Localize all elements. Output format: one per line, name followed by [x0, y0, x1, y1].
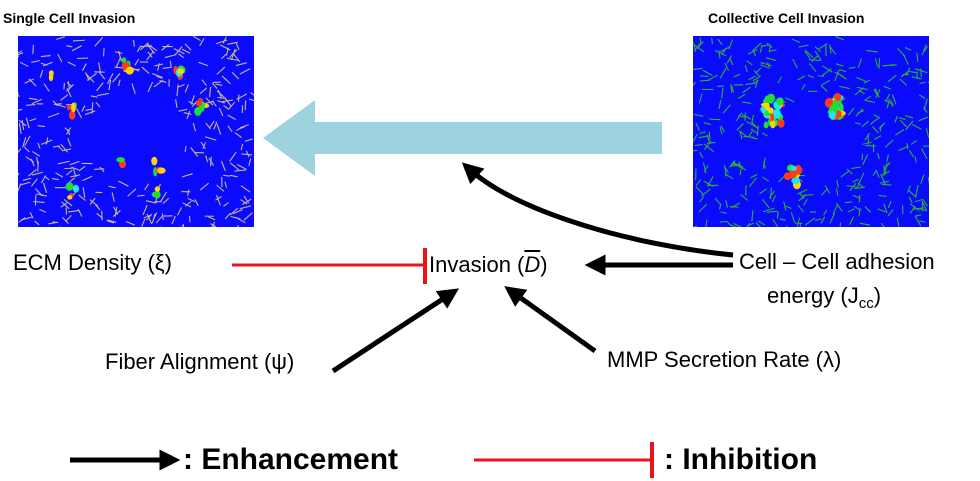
single-cell-title: Single Cell Invasion [3, 10, 136, 26]
adhesion-energy-close: ) [873, 283, 882, 308]
fiber-alignment-label: Fiber Alignment (ψ) [105, 349, 295, 374]
invasion-label: Invasion (D) [429, 254, 548, 276]
invasion-symbol: D [524, 252, 541, 277]
invasion-close: ) [540, 252, 548, 277]
adhesion-energy-label: energy (Jcc) [767, 283, 882, 312]
legend-inhibition-label: : Inhibition [664, 443, 818, 476]
mmp-secretion-label: MMP Secretion Rate (λ) [607, 347, 842, 372]
cell-adhesion-label: Cell – Cell adhesion [739, 249, 935, 274]
adhesion-to-transition-arrow [461, 162, 734, 258]
collective-cell-title: Collective Cell Invasion [708, 10, 865, 26]
fiber-enhancement-arrow [331, 288, 460, 374]
transition-arrow [263, 100, 662, 176]
legend-enhancement-label: : Enhancement [183, 443, 399, 476]
collective-cell-simulation-image [693, 36, 929, 227]
single-cell-simulation-image [18, 36, 254, 227]
ecm-density-label: ECM Density (ξ) [13, 250, 172, 275]
invasion-text: Invasion ( [429, 252, 525, 277]
adhesion-energy-sub: cc [858, 295, 874, 312]
adhesion-energy-text: energy (J [767, 283, 859, 308]
mmp-enhancement-arrow [504, 286, 597, 354]
